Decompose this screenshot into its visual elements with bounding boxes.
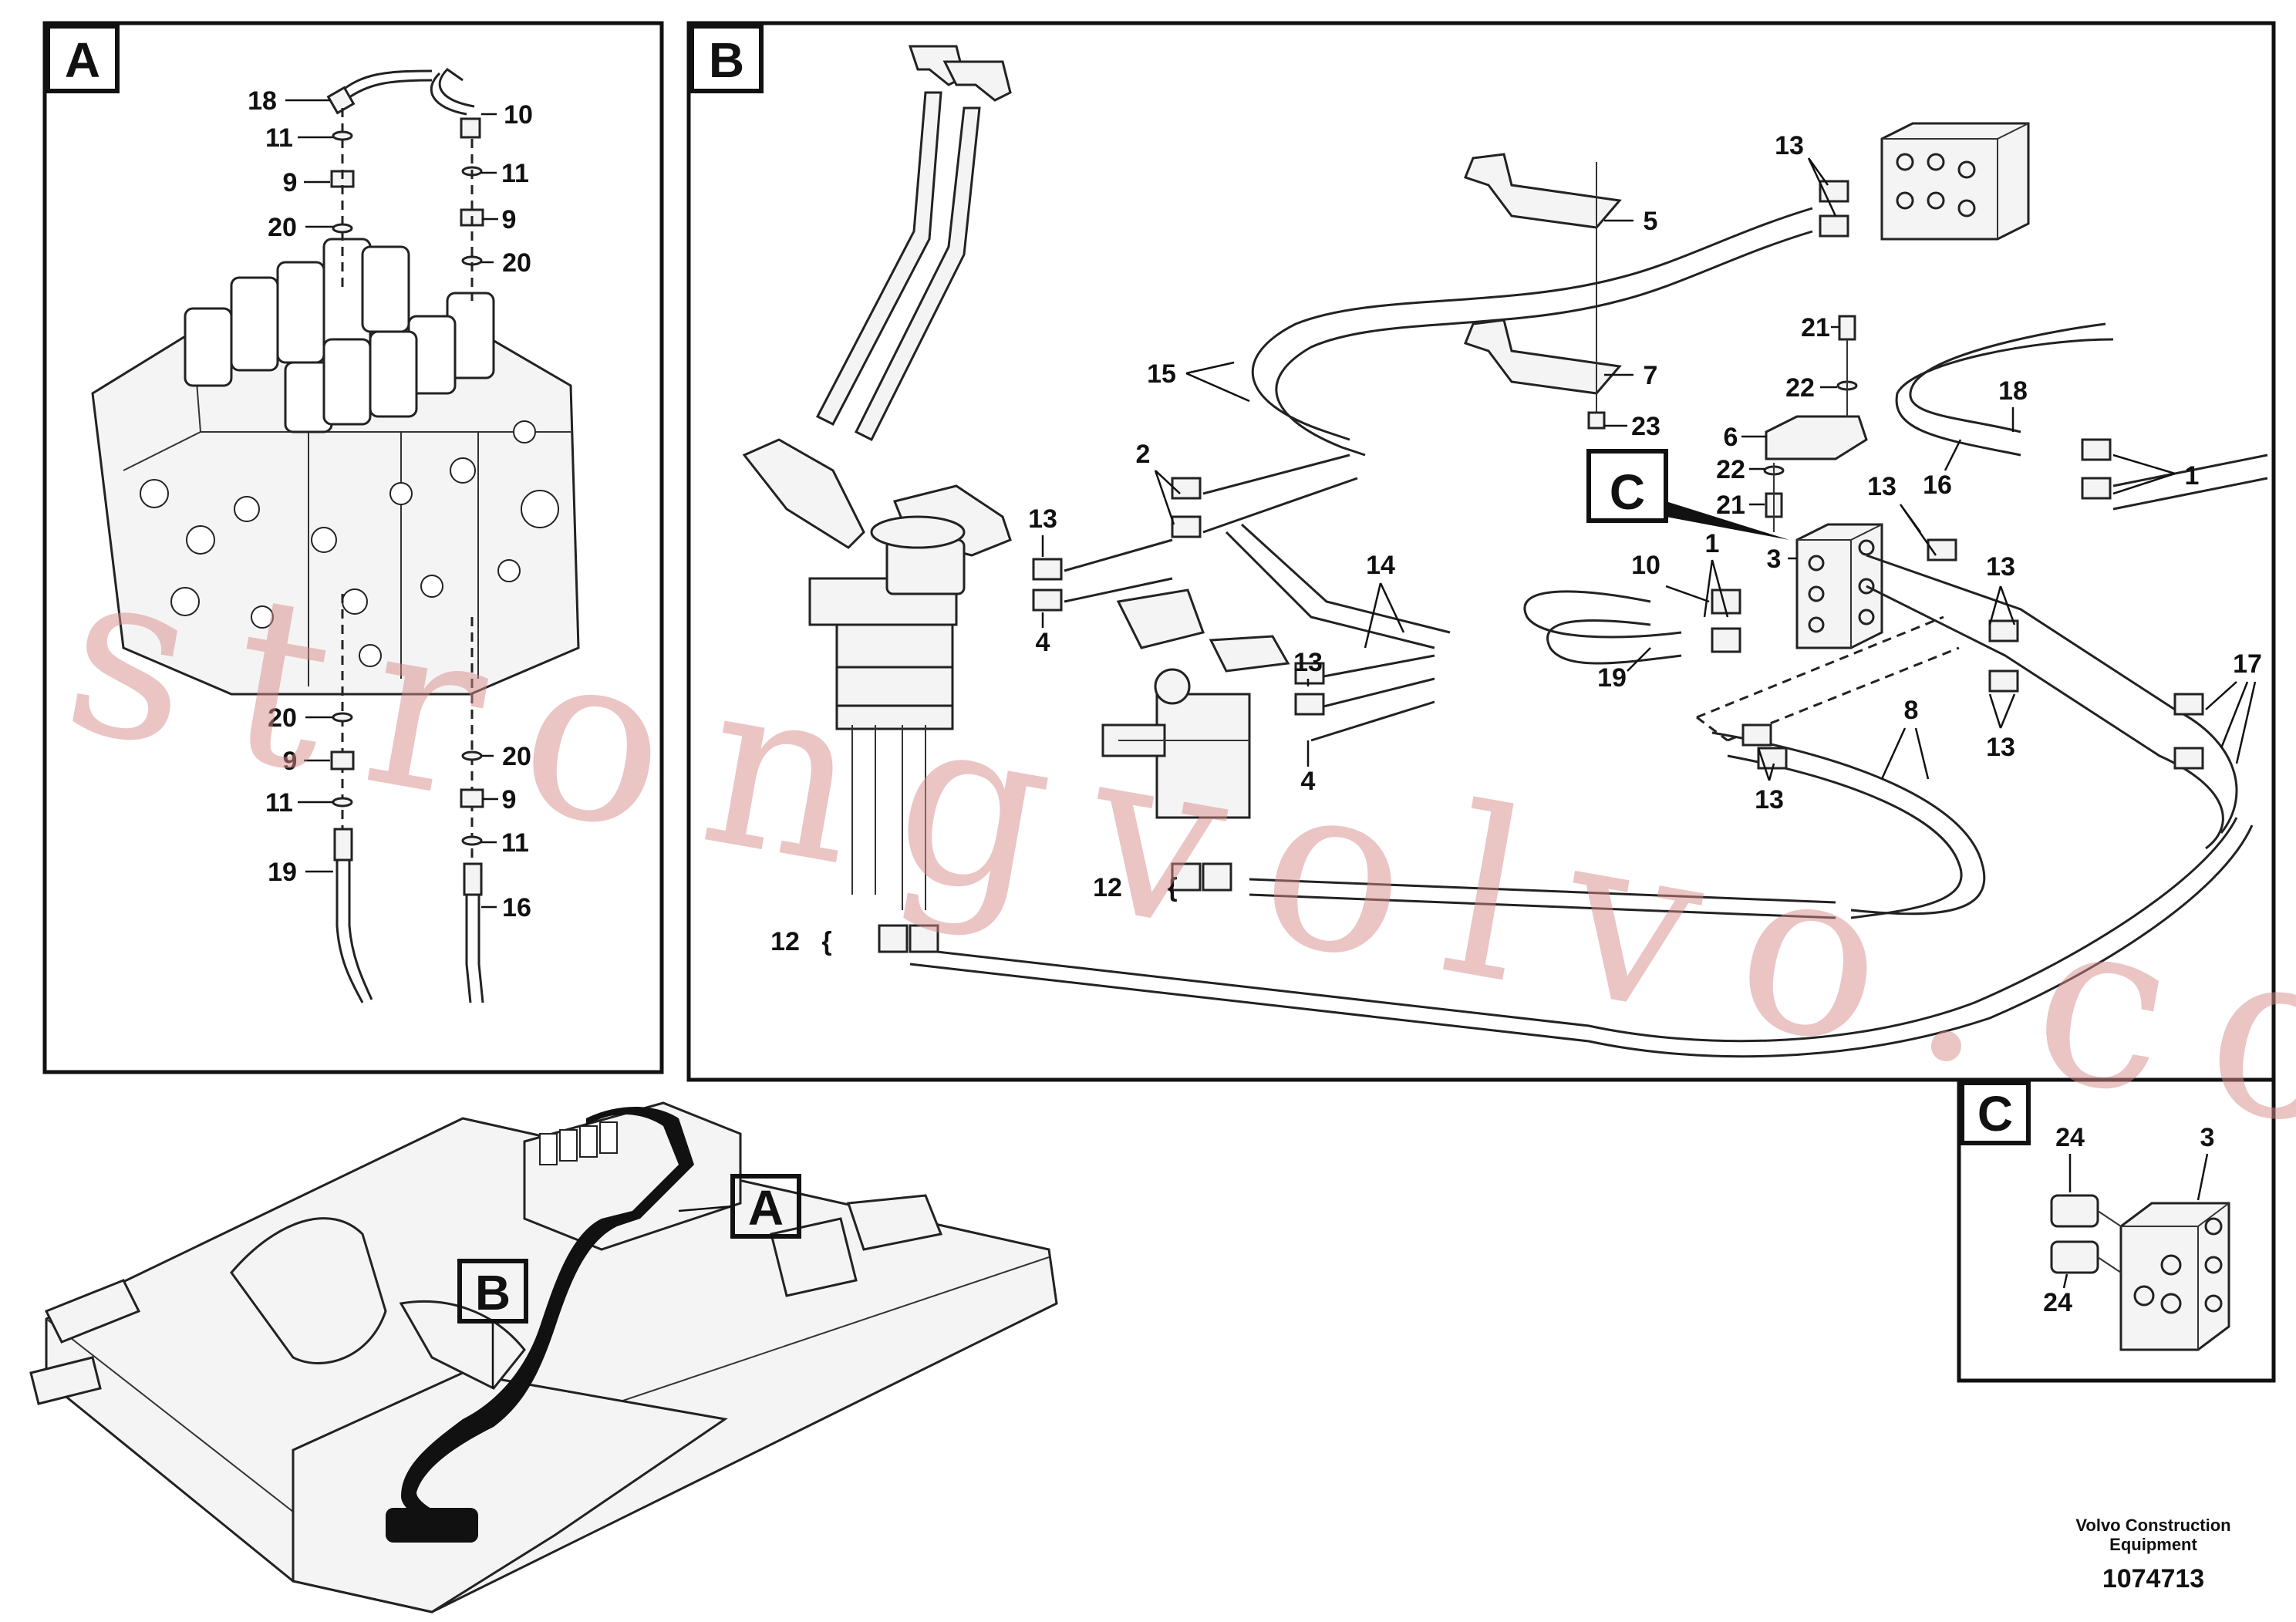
- panel-a-label: A: [65, 32, 100, 88]
- callout: 11: [501, 159, 529, 188]
- callout: 11: [501, 828, 529, 858]
- panel-a: A: [42, 21, 664, 1074]
- callout: 19: [1597, 663, 1627, 693]
- callout: 12: [770, 927, 800, 956]
- callout: 2: [1136, 440, 1151, 469]
- callout: 6: [1724, 423, 1738, 452]
- callout: 8: [1904, 696, 1919, 725]
- callout: 13: [1986, 733, 2015, 762]
- callout: 19: [268, 858, 297, 887]
- overview-ref-a: A: [748, 1180, 784, 1236]
- callout: 3: [1767, 545, 1782, 574]
- callout: 13: [1986, 552, 2015, 582]
- callout: 23: [1631, 412, 1660, 441]
- callout: 3: [2200, 1123, 2215, 1152]
- callout: 9: [283, 747, 298, 776]
- callout: 4: [1036, 628, 1050, 657]
- callout: 18: [248, 86, 277, 116]
- footer: Volvo Construction Equipment 1074713: [2075, 1516, 2230, 1593]
- callout: 9: [502, 205, 517, 234]
- callout: 20: [502, 248, 531, 278]
- callout: 1: [1705, 529, 1720, 558]
- manifold-block-3: [1795, 523, 1883, 649]
- panel-b-callouts: 13 5 7 23 21 22 6 22 21 15 2 13 4: [770, 131, 2262, 956]
- manifold-block-top: [1880, 122, 2030, 241]
- callout: 22: [1785, 373, 1815, 403]
- callout: 1: [2185, 461, 2200, 491]
- panel-b-label: B: [709, 32, 744, 88]
- callout: 13: [1867, 472, 1896, 501]
- control-valve-drawing: [91, 238, 580, 696]
- callout: 20: [268, 703, 297, 733]
- callout: 20: [502, 742, 531, 771]
- callout: 13: [1775, 131, 1804, 160]
- brace: {: [1167, 873, 1177, 902]
- callout: 4: [1301, 767, 1316, 796]
- panel-b: B: [686, 21, 2276, 1082]
- panel-c: C 24 3 24: [1957, 1077, 2276, 1383]
- callout: 11: [265, 123, 293, 153]
- callout: 12: [1093, 873, 1122, 902]
- joystick-lever-drawing: [742, 45, 1012, 910]
- callout: 7: [1644, 361, 1658, 390]
- callout: 13: [1028, 504, 1057, 534]
- callout: 10: [1631, 551, 1660, 580]
- callout: 13: [1293, 648, 1323, 677]
- fittings: [878, 180, 2204, 953]
- callout: 14: [1366, 551, 1395, 580]
- brand-line-2: Equipment: [2109, 1535, 2197, 1554]
- callout: 17: [2233, 649, 2262, 679]
- pilot-valve-drawing: [1101, 588, 1290, 819]
- callout: 11: [265, 788, 293, 818]
- brand-line-1: Volvo Construction: [2075, 1516, 2230, 1535]
- callout: 9: [502, 785, 517, 814]
- callout: 5: [1644, 207, 1658, 236]
- callout: 13: [1755, 785, 1784, 814]
- callout: 22: [1716, 455, 1745, 484]
- c-ref-label: C: [1610, 464, 1645, 520]
- callout: 16: [1923, 470, 1952, 500]
- hose-runs: [909, 207, 2268, 1058]
- callout: 20: [268, 213, 297, 242]
- callout: 15: [1147, 359, 1176, 389]
- callout: 16: [502, 893, 531, 922]
- panel-c-label: C: [1977, 1086, 2013, 1141]
- callout: 10: [504, 100, 533, 130]
- brace: {: [821, 927, 831, 956]
- callout: 24: [2043, 1288, 2072, 1317]
- callout: 18: [1998, 376, 2028, 406]
- machine-overview: A B: [29, 1101, 1058, 1614]
- part-number: 1074713: [2102, 1564, 2204, 1593]
- panel-a-callouts: 18 11 9 20 10 11 9 20 20 9 11 19 20: [248, 86, 533, 922]
- callout: 21: [1716, 491, 1745, 520]
- callout: 9: [283, 168, 298, 197]
- callout: 21: [1801, 313, 1830, 342]
- callout: 24: [2055, 1123, 2085, 1152]
- overview-ref-b: B: [475, 1265, 511, 1320]
